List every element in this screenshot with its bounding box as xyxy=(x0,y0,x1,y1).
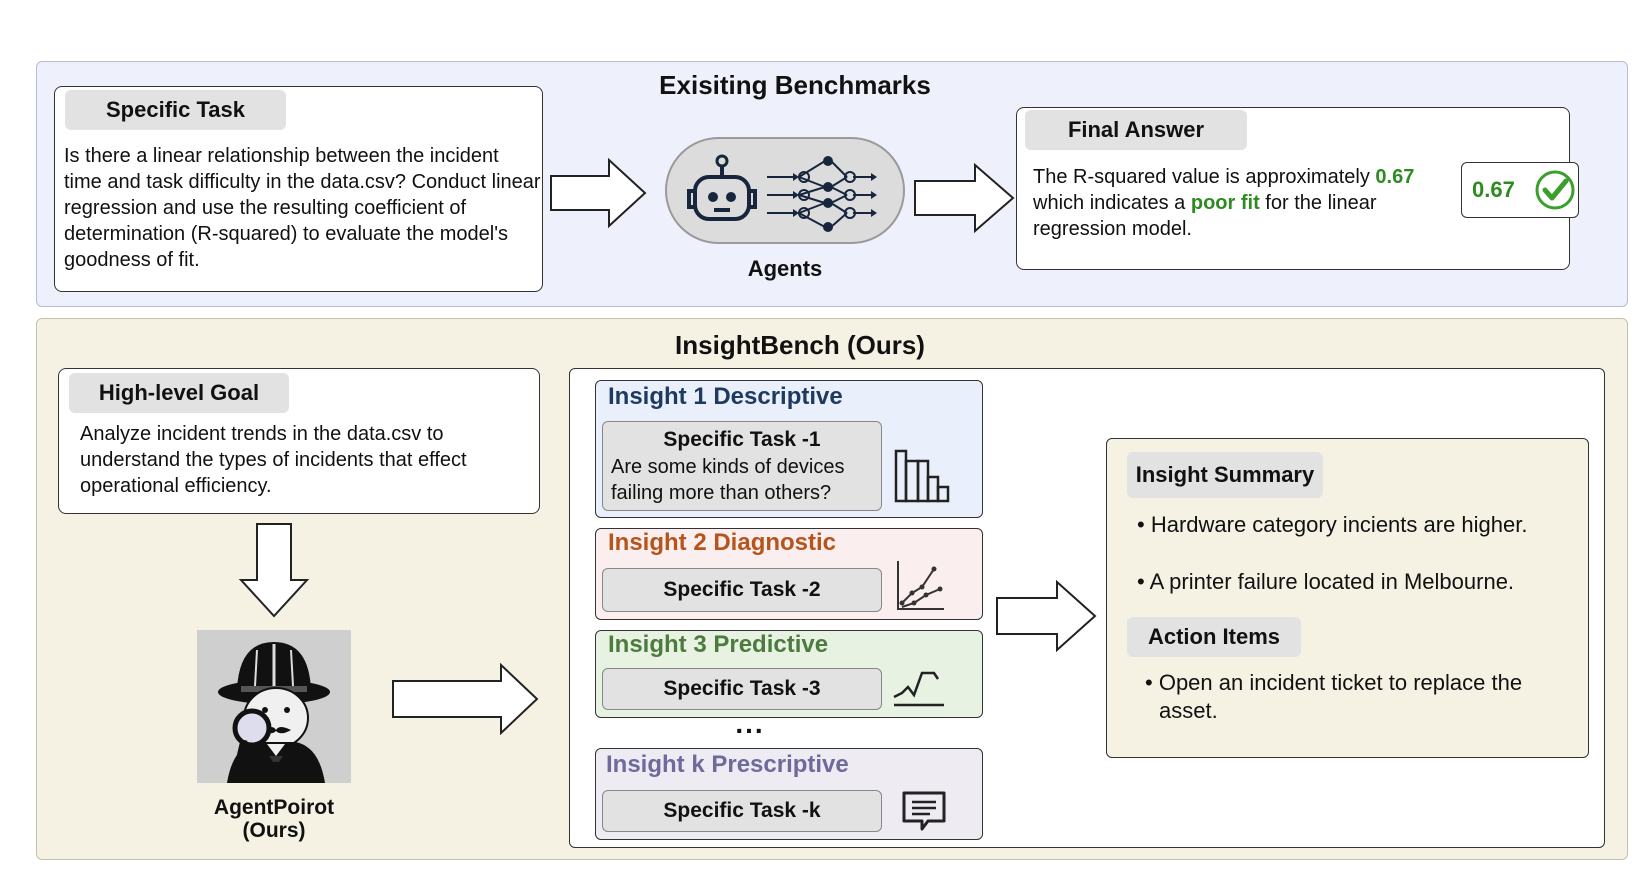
insight-1-task: Specific Task -1 Are some kinds of devic… xyxy=(602,421,882,511)
final-answer-box: Final Answer The R-squared value is appr… xyxy=(1016,107,1579,270)
agents-node xyxy=(665,137,905,244)
insights-ellipsis: ... xyxy=(735,708,765,739)
agentpoirot-avatar xyxy=(197,630,351,783)
insight-1-question: Are some kinds of devices failing more t… xyxy=(611,456,845,504)
insight-2-card: Insight 2 Diagnostic Specific Task -2 xyxy=(595,528,983,620)
specific-task-box: Specific Task Is there a linear relation… xyxy=(54,86,543,292)
arrow-right-icon xyxy=(550,158,647,228)
insight-k-title: Insight k Prescriptive xyxy=(606,751,849,778)
message-icon xyxy=(902,791,946,831)
action-item: • Open an incident ticket to replace the… xyxy=(1145,670,1523,723)
agents-label: Agents xyxy=(747,256,823,281)
action-items-label: Action Items xyxy=(1127,617,1301,657)
robot-network-icon xyxy=(687,154,877,232)
insight-1-task-label: Specific Task -1 xyxy=(663,428,821,451)
scatter-trend-icon xyxy=(897,561,944,610)
insight-summary-label: Insight Summary xyxy=(1127,452,1323,498)
insight-k-card: Insight k Prescriptive Specific Task -k xyxy=(595,748,983,840)
score-value: 0.67 xyxy=(1472,177,1515,202)
summary-item: • Hardware category incients are higher. xyxy=(1137,512,1528,537)
arrow-down-icon xyxy=(238,523,310,618)
arrow-right-icon xyxy=(392,663,539,735)
bar-chart-icon xyxy=(894,449,950,503)
insight-k-task: Specific Task -k xyxy=(602,790,882,832)
high-level-goal-label: High-level Goal xyxy=(69,373,289,413)
insight-3-card: Insight 3 Predictive Specific Task -3 xyxy=(595,630,983,718)
insight-3-title: Insight 3 Predictive xyxy=(608,631,829,658)
specific-task-label: Specific Task xyxy=(65,90,286,130)
insight-2-task: Specific Task -2 xyxy=(602,568,882,612)
agentpoirot-suffix: (Ours) xyxy=(242,819,306,842)
check-circle-icon xyxy=(1535,170,1575,210)
summary-item: • A printer failure located in Melbourne… xyxy=(1137,569,1515,594)
detective-icon xyxy=(218,642,330,783)
final-answer-label: Final Answer xyxy=(1025,110,1247,150)
agentpoirot-name: AgentPoirot xyxy=(213,796,335,819)
insight-3-task: Specific Task -3 xyxy=(602,668,882,710)
high-level-goal-box: High-level Goal Analyze incident trends … xyxy=(58,368,540,514)
insight-1-card: Insight 1 Descriptive Specific Task -1 A… xyxy=(595,380,983,518)
arrow-right-icon xyxy=(996,580,1097,652)
line-chart-icon xyxy=(893,671,944,707)
arrow-right-icon xyxy=(914,163,1015,233)
insightbench-title: InsightBench (Ours) xyxy=(675,330,925,360)
score-badge: 0.67 xyxy=(1461,162,1579,218)
insight-1-title: Insight 1 Descriptive xyxy=(608,383,843,410)
insight-2-title: Insight 2 Diagnostic xyxy=(608,529,837,556)
high-level-goal-text: Analyze incident trends in the data.csv … xyxy=(80,423,467,497)
specific-task-text: Is there a linear relationship between t… xyxy=(64,145,541,271)
agentpoirot-label: AgentPoirot (Ours) xyxy=(184,796,364,842)
insight-summary-box: Insight Summary • Hardware category inci… xyxy=(1106,438,1589,758)
existing-benchmarks-title: Exisiting Benchmarks xyxy=(659,70,931,100)
final-answer-text: The R-squared value is approximately 0.6… xyxy=(1033,166,1415,240)
